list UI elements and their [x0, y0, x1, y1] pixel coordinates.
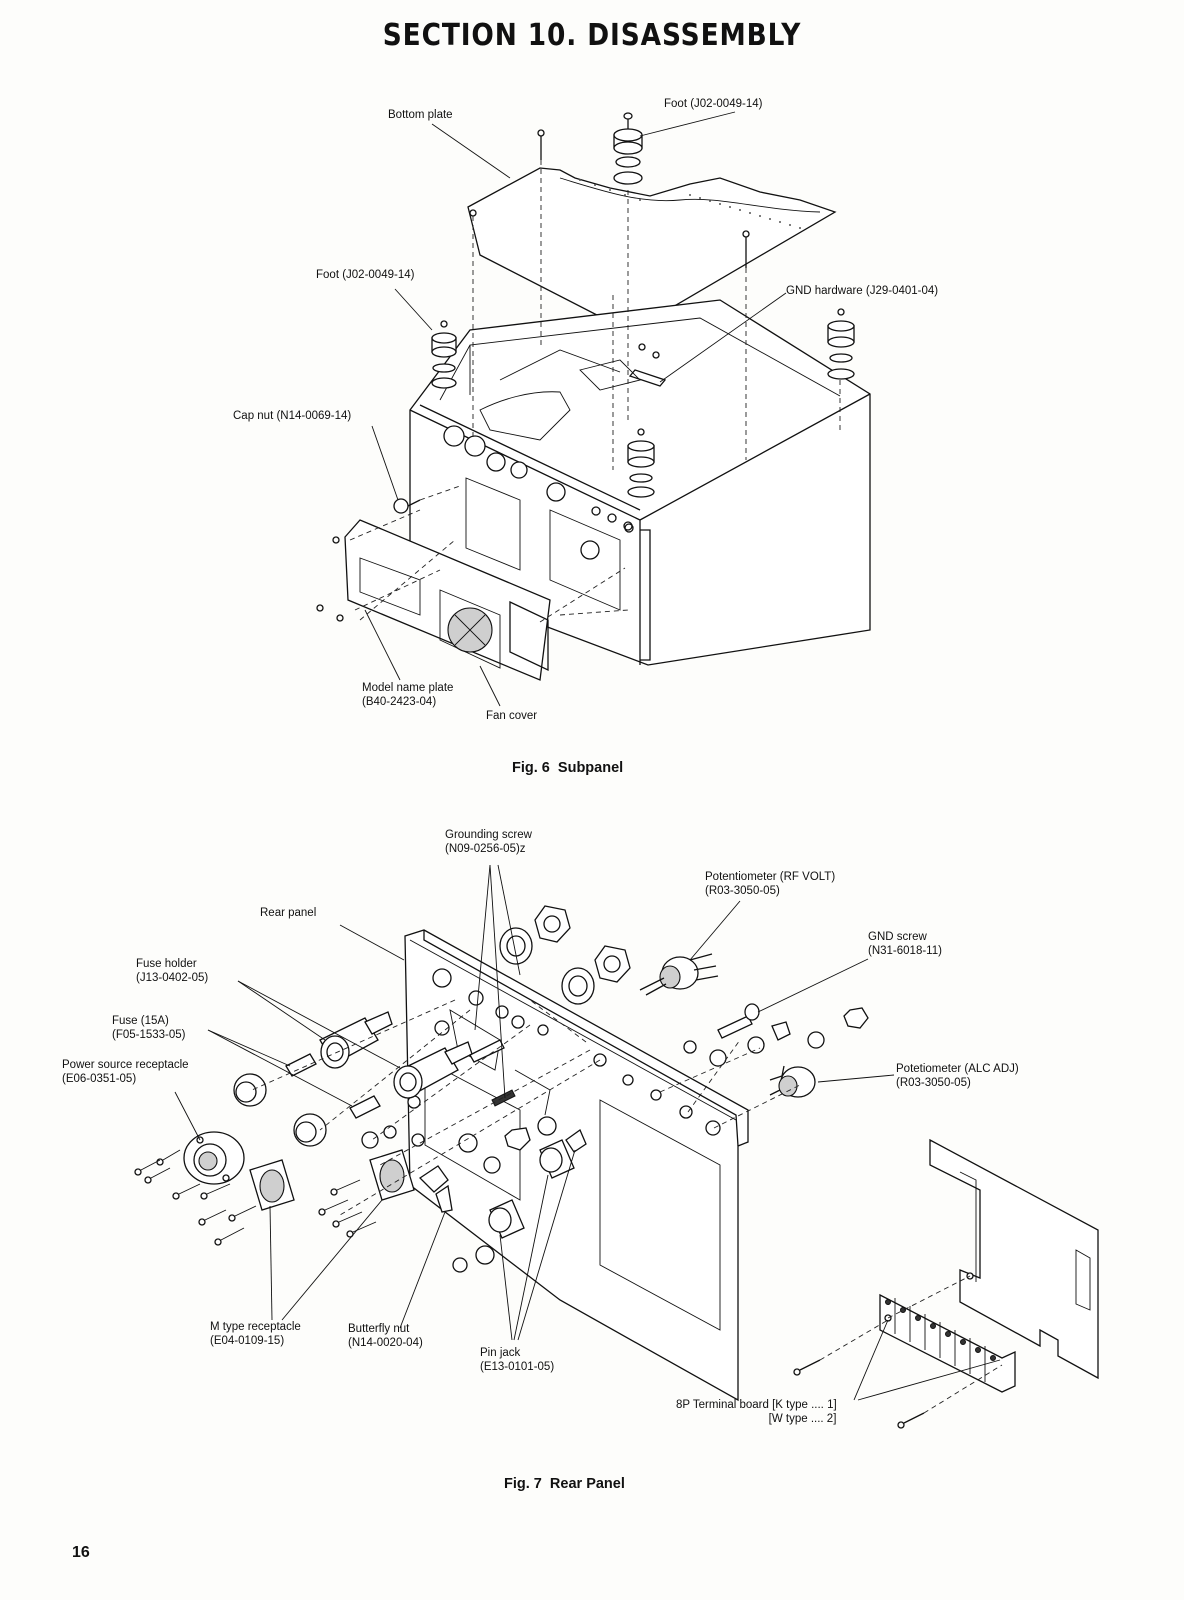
page-number: 16	[72, 1544, 90, 1561]
label-terminal-board: 8P Terminal board [K type .... 1] [W typ…	[676, 1399, 837, 1425]
label-gnd-screw: GND screw (N31-6018-11)	[868, 931, 942, 957]
label-cap-nut: Cap nut (N14-0069-14)	[233, 410, 352, 422]
gnd-screw-icon	[717, 1003, 760, 1039]
foot-mid-icon	[627, 428, 655, 498]
label-m-type-receptacle: M type receptacle (E04-0109-15)	[210, 1321, 301, 1347]
page-title: SECTION 10. DISASSEMBLY	[382, 18, 802, 53]
label-potentiometer-alc: Potetiometer (ALC ADJ) (R03-3050-05)	[896, 1063, 1019, 1089]
fig7-caption: Fig. 7 Rear Panel	[504, 1476, 625, 1492]
label-fuse-holder: Fuse holder (J13-0402-05)	[136, 958, 209, 984]
fuse-cap-icon	[233, 1073, 327, 1147]
label-grounding-screw: Grounding screw (N09-0256-05)z	[445, 829, 532, 855]
m-type-receptacle-icon	[249, 1149, 415, 1211]
power-receptacle-icon	[183, 1131, 245, 1185]
terminal-board-icon	[879, 1138, 1099, 1393]
potentiometer-alc-icon	[769, 1065, 816, 1098]
label-pin-jack: Pin jack (E13-0101-05)	[480, 1347, 555, 1373]
label-bottom-plate: Bottom plate	[388, 109, 453, 121]
label-foot-left: Foot (J02-0049-14)	[316, 269, 415, 281]
foot-right-icon	[827, 308, 855, 380]
foot-left-icon	[431, 320, 457, 389]
label-power-receptacle: Power source receptacle (E06-0351-05)	[62, 1059, 189, 1085]
butterfly-nut-icon	[418, 1165, 453, 1213]
gnd-hardware-icon	[628, 343, 667, 387]
label-butterfly-nut: Butterfly nut (N14-0020-04)	[348, 1323, 423, 1349]
subpanel	[344, 519, 551, 681]
foot-top-icon	[613, 112, 643, 185]
cap-nut-icon	[393, 498, 421, 514]
label-foot-top: Foot (J02-0049-14)	[664, 98, 763, 110]
fuse-icon	[285, 1053, 381, 1119]
label-gnd-hardware: GND hardware (J29-0401-04)	[786, 285, 939, 297]
label-fan-cover: Fan cover	[486, 710, 538, 722]
label-model-name-plate: Model name plate (B40-2423-04)	[362, 682, 454, 708]
potentiometer-rf-icon	[639, 953, 719, 996]
fig6-caption: Fig. 6 Subpanel	[512, 760, 624, 776]
label-fuse: Fuse (15A) (F05-1533-05)	[112, 1015, 186, 1041]
label-rear-panel: Rear panel	[260, 907, 317, 919]
label-potentiometer-rf: Potentiometer (RF VOLT) (R03-3050-05)	[705, 871, 836, 897]
pin-jack-icon	[488, 1129, 587, 1239]
